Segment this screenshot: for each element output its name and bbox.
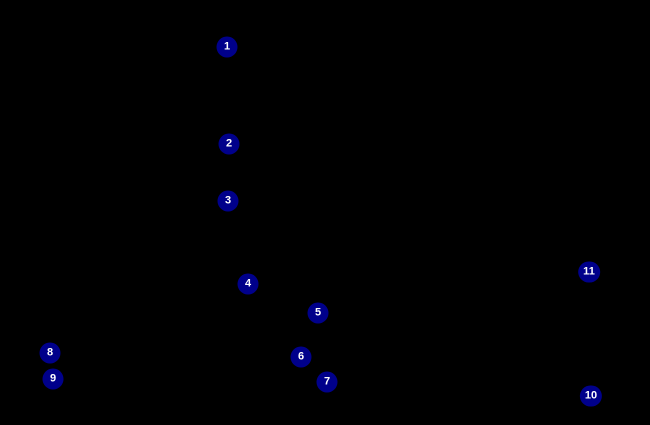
marker-8[interactable]: 8 xyxy=(39,342,61,364)
marker-11[interactable]: 11 xyxy=(578,261,600,283)
marker-7[interactable]: 7 xyxy=(316,371,338,393)
marker-5[interactable]: 5 xyxy=(307,302,329,324)
marker-1[interactable]: 1 xyxy=(216,36,238,58)
marker-9[interactable]: 9 xyxy=(42,368,64,390)
marker-4[interactable]: 4 xyxy=(237,273,259,295)
marker-3[interactable]: 3 xyxy=(217,190,239,212)
marker-10[interactable]: 10 xyxy=(579,385,603,407)
marker-6[interactable]: 6 xyxy=(290,346,312,368)
marker-2[interactable]: 2 xyxy=(218,133,240,155)
